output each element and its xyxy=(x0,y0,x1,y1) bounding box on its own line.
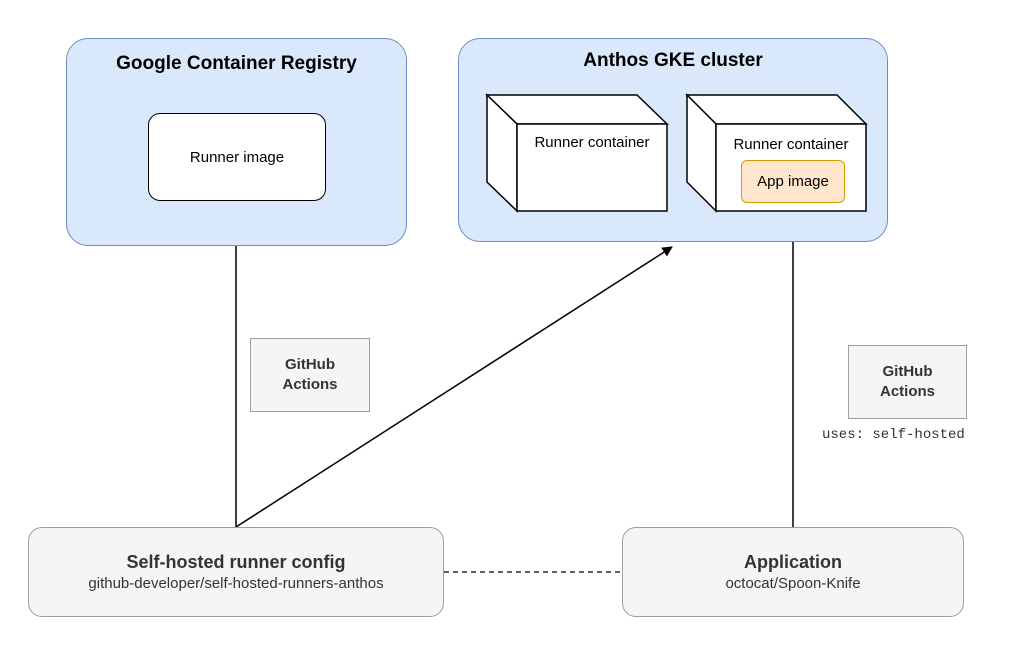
application-title: Application xyxy=(744,552,842,572)
runner-container-label-2: Runner container xyxy=(733,136,849,153)
cluster-title: Anthos GKE cluster xyxy=(583,50,763,71)
runner-config-box: Self-hosted runner config github-develop… xyxy=(28,527,444,617)
runner-image-label: Runner image xyxy=(189,148,285,166)
github-actions-right-line1: GitHub xyxy=(882,363,933,380)
runner-image-box: Runner image xyxy=(148,113,326,201)
application-subtitle: octocat/Spoon-Knife xyxy=(725,575,861,592)
github-actions-left: GitHub Actions xyxy=(250,338,370,412)
uses-self-hosted-note: uses: self-hosted xyxy=(822,427,965,443)
runner-container-label-1: Runner container xyxy=(534,134,650,151)
app-image-label: App image xyxy=(757,173,829,190)
application-box: Application octocat/Spoon-Knife xyxy=(622,527,964,617)
runner-container-cube-1 xyxy=(485,93,669,213)
runner-config-subtitle: github-developer/self-hosted-runners-ant… xyxy=(88,575,384,592)
github-actions-left-line2: Actions xyxy=(282,376,338,393)
github-actions-left-line1: GitHub xyxy=(285,356,335,373)
github-actions-right: GitHub Actions xyxy=(848,345,967,419)
github-actions-right-line2: Actions xyxy=(879,383,935,400)
registry-title: Google Container Registry xyxy=(116,53,357,74)
app-image-box: App image xyxy=(741,160,845,203)
runner-config-title: Self-hosted runner config xyxy=(126,552,346,572)
arrow-config-to-cluster xyxy=(235,246,673,528)
